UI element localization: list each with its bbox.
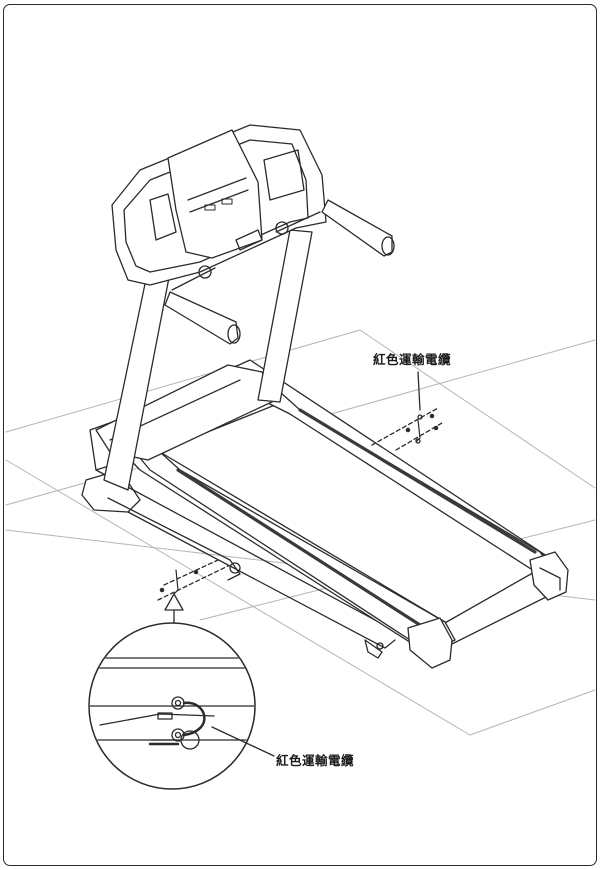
upper-leader-line <box>417 371 421 411</box>
callout-lower-label: 紅色運輸電纜 <box>276 753 355 768</box>
callout-upper-label: 紅色運輸電纜 <box>373 352 452 367</box>
lower-cable-hardware <box>157 559 229 627</box>
detail-magnifier <box>88 622 275 790</box>
upper-cable-hardware <box>371 407 443 451</box>
pointer-triangle-icon <box>164 593 184 611</box>
treadmill-handlebars <box>164 199 395 345</box>
treadmill-console <box>111 124 327 286</box>
page-frame <box>3 4 597 866</box>
treadmill-deck <box>95 359 569 669</box>
